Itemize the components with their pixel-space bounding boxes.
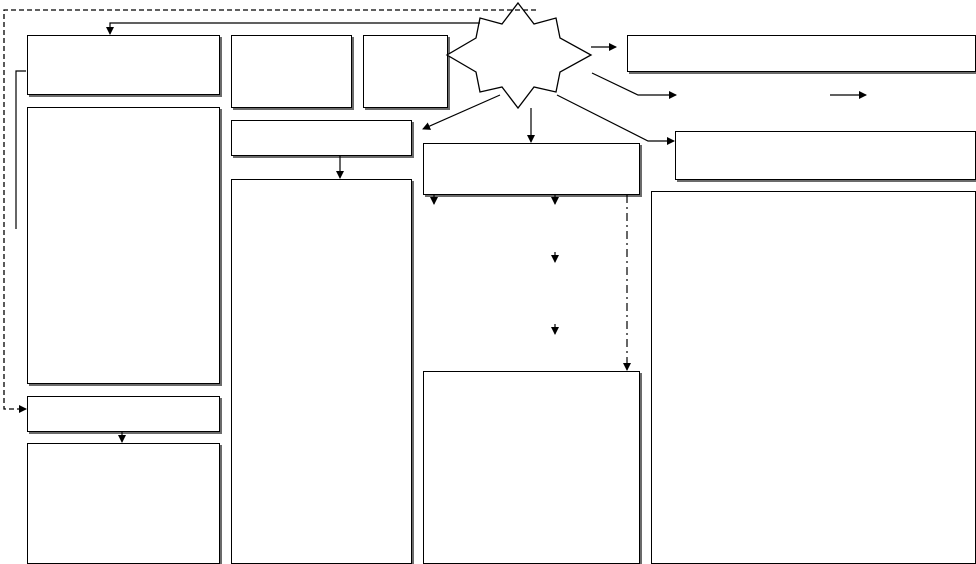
dashed-loop-connector <box>3 9 536 413</box>
box-left-top <box>27 35 220 95</box>
box-col3-header <box>423 143 640 195</box>
box-col2-large <box>231 179 412 564</box>
box-col3-top <box>363 35 448 108</box>
star-to-right-chain-line <box>591 72 677 99</box>
star-to-col2-header-arrow <box>422 94 501 130</box>
box-col2-header <box>231 120 412 156</box>
box-col3-bottom <box>423 371 640 564</box>
box-left-large <box>27 107 220 384</box>
box-left-bottom <box>27 443 220 564</box>
star-to-right-mid-arrow <box>556 94 675 145</box>
star-to-left-top-arrow <box>106 22 480 35</box>
central-star-shape <box>445 1 593 110</box>
box-right-mid <box>675 131 976 180</box>
box-left-small <box>27 396 220 432</box>
box-col2-top <box>231 35 352 108</box>
box-right-large <box>651 191 976 564</box>
left-bracket-connector <box>15 70 26 229</box>
